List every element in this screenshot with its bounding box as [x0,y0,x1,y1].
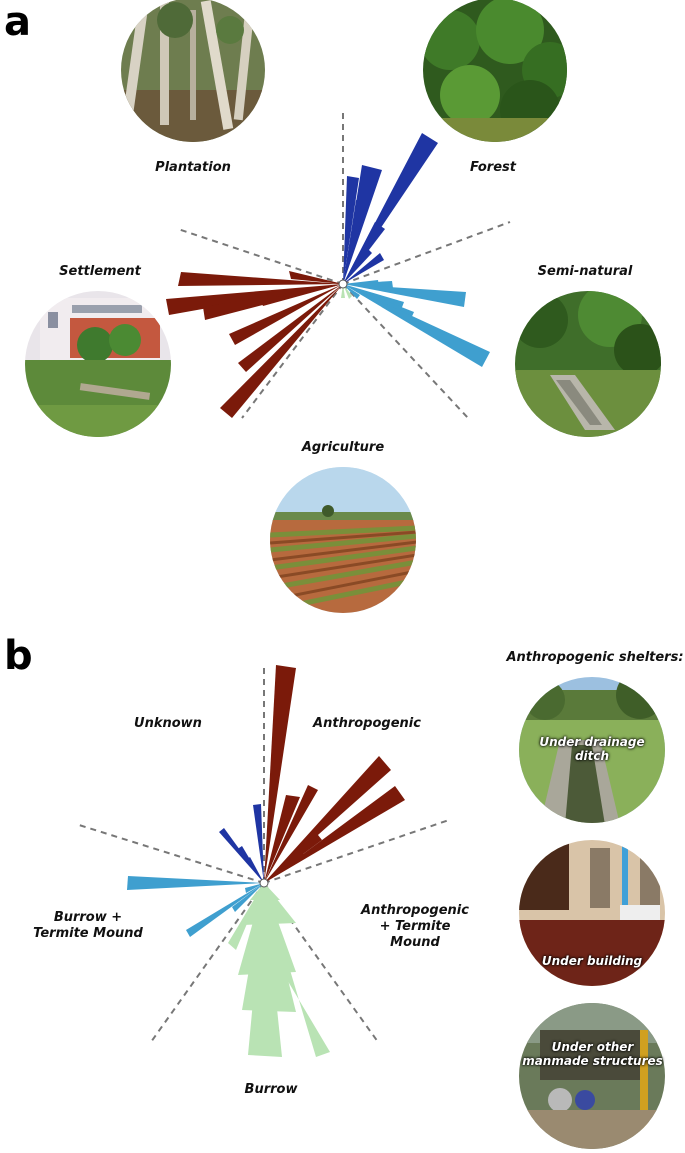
panel-a-letter: a [4,0,31,45]
caption-drainage-line2: ditch [574,749,610,763]
label-anthro-termite-line2: + Termite [379,919,451,934]
rose-a-settlement-wedges [166,271,343,418]
rose-a-forest-wedges [343,133,438,284]
label-anthro-termite-line3: Mound [390,935,440,950]
rose-b-dividers [78,663,450,1043]
label-anthropogenic-termite-mound: Anthropogenic + Termite Mound [355,903,475,951]
agriculture-photo [270,467,416,613]
label-burrow-termite-line1: Burrow + [53,910,123,925]
semi-natural-photo [515,291,661,437]
label-forest: Forest [470,160,516,175]
rose-a-semi-natural-wedges [343,280,490,367]
rose-b-center [259,878,269,888]
other-structures-photo [519,1003,665,1149]
rose-b-anthropogenic-wedges [264,665,405,883]
rose-a-center [338,279,348,289]
caption-building: Under building [541,954,643,968]
panel-b-letter: b [4,633,33,679]
settlement-photo [25,291,171,437]
forest-photo [423,0,567,142]
label-burrow-termite-line2: Termite Mound [33,926,143,941]
caption-other-line1: Under other [551,1040,634,1054]
rose-b-burrow-termite-wedges [127,876,264,937]
anthropogenic-shelters-title: Anthropogenic shelters: [506,650,684,665]
caption-drainage-ditch: Under drainage ditch [527,735,657,763]
label-anthro-termite-line1: Anthropogenic [361,903,469,918]
rose-chart-b [78,663,450,1057]
caption-drainage-line1: Under drainage [539,735,645,749]
caption-other-structures: Under other manmade structures [520,1040,665,1068]
label-unknown: Unknown [134,716,202,731]
caption-other-line2: manmade structures [522,1054,663,1068]
rose-b-unknown-wedges [219,804,264,883]
label-anthropogenic: Anthropogenic [313,716,421,731]
label-burrow-termite-mound: Burrow + Termite Mound [28,910,148,942]
rose-b-burrow-wedges [228,883,330,1057]
rose-a-dividers [177,110,511,419]
label-agriculture: Agriculture [301,440,385,455]
label-semi-natural: Semi-natural [537,264,633,279]
plantation-photo [121,0,265,142]
label-plantation: Plantation [155,160,231,175]
label-burrow: Burrow [244,1082,298,1097]
label-settlement: Settlement [59,264,141,279]
rose-chart-a [166,110,511,419]
